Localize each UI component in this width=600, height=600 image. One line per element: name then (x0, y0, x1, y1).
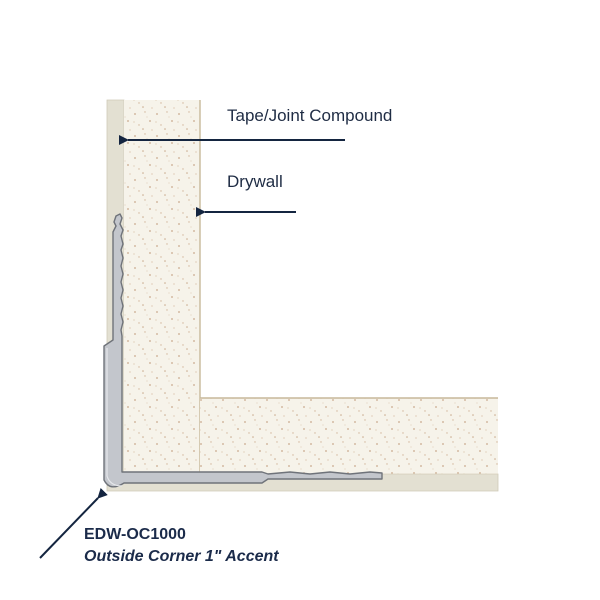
outside-corner-trim (103, 213, 383, 488)
drywall-label: Drywall (227, 172, 283, 191)
trim-highlight (106, 348, 123, 487)
horizontal-drywall-speckle (200, 398, 498, 474)
product-arrow (39, 488, 108, 559)
vertical-drywall-speckle (124, 100, 200, 474)
product-description-label: Outside Corner 1" Accent (84, 548, 279, 565)
product-code-label: EDW-OC1000 (84, 526, 186, 543)
tape-joint-compound-label: Tape/Joint Compound (227, 106, 393, 125)
